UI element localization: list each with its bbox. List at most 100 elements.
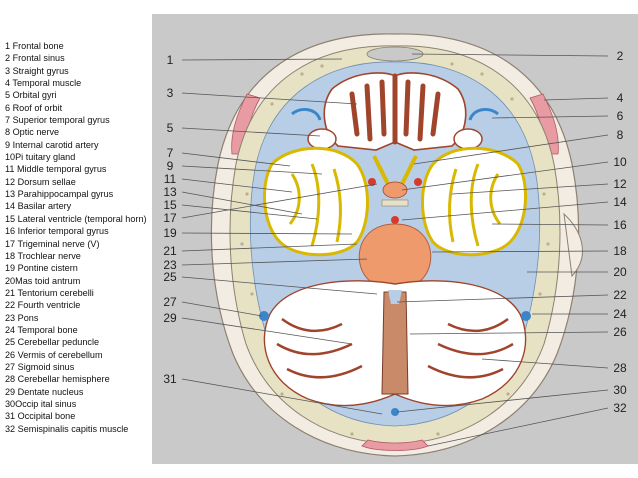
legend-item: 17 Trigeminal nerve (V) [5,238,100,249]
legend-item: 21 Tentorium cerebelli [5,287,94,298]
pituitary-gland [382,181,408,199]
legend-item: 13 Parahippocampal gyrus [5,189,114,200]
legend-item: 28 Cerebellar hemisphere [5,374,110,385]
callout-number: 15 [163,198,177,212]
semispinalis-capitis-muscle [361,439,429,451]
internal-carotid-left [368,178,376,186]
callout-number: 25 [163,270,177,284]
leader-line [401,201,609,221]
roof-of-orbit-right [468,107,499,121]
callout-number: 11 [164,172,177,186]
leader-line [181,165,323,175]
leader-line [181,152,291,167]
sigmoid-sinus-right [521,311,531,321]
occipital-sinus [391,408,399,416]
dorsum-sellae [381,199,409,207]
callout-number: 27 [163,295,177,309]
callout-number: 31 [163,372,177,386]
callout-number: 24 [613,307,627,321]
legend-item: 3 Straight gyrus [5,65,69,76]
legend-item: 14 Basilar artery [5,201,72,212]
orbital-gyri-left [307,128,337,150]
leader-line [181,127,321,137]
legend-item: 10Pi tuitary gland [5,152,76,163]
leader-line [409,331,609,335]
internal-carotid-right [414,178,422,186]
leader-line [181,232,353,235]
legend-item: 12 Dorsum sellae [5,176,76,187]
legend-item: 31 Occipital bone [5,411,76,422]
leader-line [181,178,293,193]
leader-line [181,243,358,252]
legend-item: 2 Frontal sinus [5,53,65,64]
callout-number: 32 [613,401,627,415]
leader-line [181,378,383,415]
legend-item: 24 Temporal bone [5,324,78,335]
leader-line [181,92,358,105]
leader-line [181,183,378,219]
callout-number: 19 [163,226,177,240]
callout-number: 18 [613,244,627,258]
callout-number: 30 [613,383,627,397]
leader-line [413,134,609,165]
axial-brain-section-diagram: 1357911131517192123252729312468101214161… [163,33,627,457]
callout-number: 28 [613,361,627,375]
temporal-gyri-left [288,163,342,247]
optic-nerve-left [372,155,390,185]
basilar-artery [391,216,399,224]
callout-number: 26 [613,325,627,339]
legend-item: 6 Roof of orbit [5,102,63,113]
callout-number: 12 [613,177,627,191]
leader-line [181,301,263,317]
callout-number: 3 [167,86,174,100]
callout-number: 21 [163,244,177,258]
callout-number: 7 [167,146,174,160]
legend-item: 27 Sigmoid sinus [5,361,75,372]
callout-number: 4 [617,91,624,105]
leader-line [491,223,609,226]
optic-nerve-right [400,155,418,185]
legend-item: 23 Pons [5,312,39,323]
temporal-gyri-right [448,163,502,247]
callout-number: 23 [163,258,177,272]
callout-number: 29 [163,311,177,325]
leader-line [181,317,353,345]
legend-item: 16 Inferior temporal gyrus [5,226,109,237]
callout-number: 14 [613,195,627,209]
callout-number: 2 [617,49,624,63]
legend-item: 8 Optic nerve [5,127,60,138]
pons [358,223,432,291]
fourth-ventricle [388,290,402,304]
callout-number: 9 [167,159,174,173]
orbital-gyri-right [453,128,483,150]
leader-line [181,58,343,61]
frontal-gyri-detail [349,73,441,145]
cerebellar-folia [276,317,514,379]
ear-outline [563,212,583,278]
leader-line [181,204,318,220]
leader-line [411,53,609,57]
leader-line [481,358,609,369]
vermis-of-cerebellum [381,291,409,395]
legend-item: 18 Trochlear nerve [5,250,81,261]
legend-item: 1 Frontal bone [5,41,64,51]
bone-texture [240,62,550,436]
legend-item: 5 Orbital gyri [5,90,57,101]
legend-item: 7 Superior temporal gyrus [5,115,110,126]
legend-item: 26 Vermis of cerebellum [5,349,103,360]
callout-labels: 1357911131517192123252729312468101214161… [163,49,627,447]
temporal-lobe-right [421,146,528,257]
legend-item: 9 Internal carotid artery [5,139,99,150]
callout-number: 20 [613,265,627,279]
callout-number: 10 [613,155,627,169]
legend-item: 15 Lateral ventricle (temporal horn) [5,213,147,224]
legend-item: 20Mas toid antrum [5,275,81,286]
leader-line [396,294,609,303]
leader-line [181,258,368,266]
legend-item: 19 Pontine cistern [5,263,78,274]
legend-item: 22 Fourth ventricle [5,300,81,311]
callout-number: 13 [163,185,177,199]
leader-line [401,161,609,191]
